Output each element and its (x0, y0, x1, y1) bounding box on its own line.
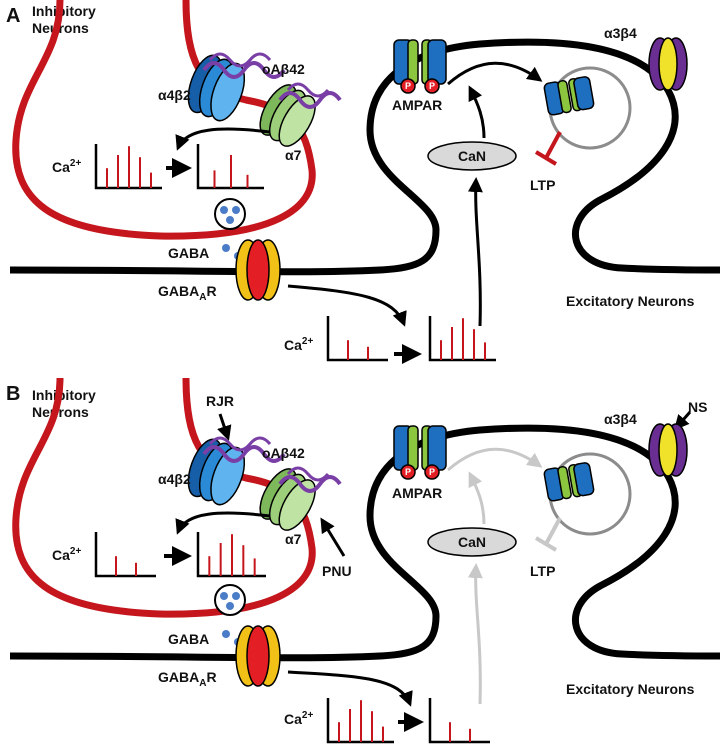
gaba-vesicle (214, 198, 246, 230)
phosphate-icon (400, 78, 416, 94)
internalized-ampar (543, 462, 595, 502)
ltp-inhibition-line (544, 131, 562, 159)
a7-label: α7 (285, 531, 302, 547)
oligomer-label: oAβ42 (262, 61, 305, 77)
excitatory-neurons-label: Excitatory Neurons (566, 681, 695, 697)
calcium-label: Ca2+ (52, 158, 81, 175)
gaba-label: GABA (168, 631, 209, 647)
a7-receptor (259, 84, 316, 147)
calcium-arrow (175, 127, 271, 151)
oligomer-icon (202, 61, 286, 79)
phosphate-label: P (429, 467, 435, 477)
inhibition-arrow (287, 670, 413, 707)
rjr-label: RJR (206, 393, 234, 409)
gabaa-receptor (235, 239, 281, 301)
inhibitory-trace-after (196, 532, 266, 578)
internalization-arrow (447, 447, 543, 472)
oligomer-icon (278, 475, 342, 493)
oligomer-icon (208, 436, 272, 452)
a4b2-receptor (187, 438, 246, 506)
a7-label: α7 (285, 147, 302, 163)
a7-receptor (259, 468, 316, 531)
panel-letter: A (6, 5, 20, 27)
calcium-to-can-arrow (467, 563, 483, 705)
calcineurin-can (427, 141, 517, 171)
panel-a: A Inhibitory Neurons Excitatory Neurons … (6, 0, 721, 364)
inhibition-arrow (287, 284, 407, 327)
pnu-label: PNU (322, 563, 352, 579)
a3b4-receptor (648, 423, 688, 477)
a3b4-label: α3β4 (604, 411, 637, 427)
phosphate-label: P (429, 81, 435, 91)
oligomer-icon (286, 82, 330, 98)
inhibitory-neurons-label: Inhibitory (32, 3, 96, 19)
ampar-receptor (393, 425, 447, 471)
calcium-arrow (175, 511, 271, 535)
calcineurin-can (427, 527, 517, 557)
ltp-inhibition-bar (534, 150, 558, 166)
can-to-ampar-arrow (468, 85, 486, 139)
ampar-receptor (393, 39, 447, 85)
calcium-label: Ca2+ (284, 336, 313, 353)
ampar-label: AMPAR (392, 97, 442, 113)
gabaa-receptor-label: GABAAR (158, 669, 217, 689)
gaba-label: GABA (168, 245, 209, 261)
phosphate-icon (424, 464, 440, 480)
internalized-ampar (543, 76, 595, 116)
a3b4-label: α3β4 (604, 25, 637, 41)
can-label: CaN (458, 534, 486, 550)
trace-axis (196, 144, 264, 190)
calcium-to-can-arrow (467, 177, 483, 327)
oligomer-label: oAβ42 (262, 445, 305, 461)
gaba-molecule (222, 244, 230, 252)
calcium-label: Ca2+ (284, 710, 313, 727)
a4b2-label: α4β2 (158, 471, 191, 487)
inhibitory-trace-before (94, 532, 156, 578)
ltp-inhibition-bar (534, 536, 558, 552)
excitatory-neurons-label: Excitatory Neurons (566, 293, 695, 309)
trace-axis (94, 532, 156, 578)
pnu-arrow (320, 517, 346, 557)
panel-letter: B (6, 383, 20, 405)
ns-label: NS (688, 399, 707, 415)
oligomer-icon (278, 91, 342, 109)
gabaa-receptor-label: GABAAR (158, 283, 217, 303)
gaba-vesicle (214, 584, 246, 616)
calcium-label: Ca2+ (52, 546, 81, 563)
inhibitory-neurons-label-2: Neurons (32, 404, 89, 420)
phosphate-label: P (405, 81, 411, 91)
trace-axis (326, 316, 388, 362)
ltp-label: LTP (530, 563, 555, 579)
ltp-inhibition-line (544, 517, 562, 545)
a4b2-receptor (187, 54, 246, 122)
excitatory-trace-before (326, 316, 388, 362)
phosphate-label: P (405, 467, 411, 477)
inhibitory-trace-after (196, 144, 264, 190)
excitatory-trace-after (428, 316, 496, 362)
excitatory-trace-before (326, 698, 394, 744)
ampar-label: AMPAR (392, 485, 442, 501)
trace-axis (428, 698, 490, 744)
phosphate-icon (424, 78, 440, 94)
oligomer-icon (208, 52, 272, 68)
rjr-arrow (217, 413, 232, 441)
inhibitory-trace-before (94, 144, 162, 190)
ltp-label: LTP (530, 177, 555, 193)
can-to-ampar-arrow (468, 471, 486, 525)
can-label: CaN (458, 148, 486, 164)
phosphate-icon (400, 464, 416, 480)
excitatory-trace-after (428, 698, 490, 744)
gaba-molecule (222, 630, 230, 638)
inhibitory-neurons-label-2: Neurons (32, 20, 89, 36)
a4b2-label: α4β2 (158, 87, 191, 103)
inhibitory-neurons-label: Inhibitory (32, 387, 96, 403)
a3b4-receptor (648, 37, 688, 91)
internalization-arrow (447, 61, 543, 86)
oligomer-icon (202, 445, 286, 463)
gabaa-receptor (235, 625, 281, 687)
panel-b: B Inhibitory Neurons Excitatory Neurons … (6, 377, 721, 744)
oligomer-icon (286, 466, 330, 482)
inhibitory-membrane (12, 0, 316, 240)
